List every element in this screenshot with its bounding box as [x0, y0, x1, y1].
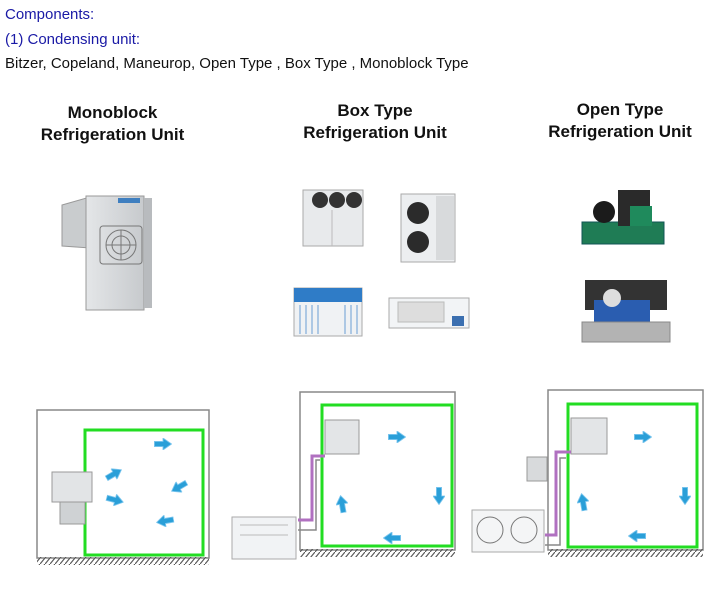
box-condenser-image: [293, 189, 470, 337]
monoblock-title: Monoblock Refrigeration Unit: [15, 102, 210, 146]
monoblock-title-line2: Refrigeration Unit: [40, 125, 185, 144]
open-type-title: Open Type Refrigeration Unit: [525, 99, 715, 143]
open-type-unit-image: [581, 190, 671, 343]
monoblock-title-line1: Monoblock: [67, 103, 158, 122]
open-type-title-line1: Open Type: [576, 100, 664, 119]
cold-room-diagram: [231, 391, 456, 560]
condensing-unit-heading: (1) Condensing unit:: [5, 31, 141, 48]
cold-room-diagram: [471, 389, 704, 557]
open-type-title-line2: Refrigeration Unit: [548, 122, 692, 141]
box-type-title: Box Type Refrigeration Unit: [280, 100, 470, 144]
components-heading: Components:: [5, 6, 95, 23]
box-type-title-line2: Refrigeration Unit: [303, 123, 447, 142]
monoblock-unit-image: [61, 195, 152, 311]
cold-room-diagram: [36, 409, 210, 565]
brand-list: Bitzer, Copeland, Maneurop, Open Type , …: [5, 55, 469, 72]
box-type-title-line1: Box Type: [337, 101, 413, 120]
